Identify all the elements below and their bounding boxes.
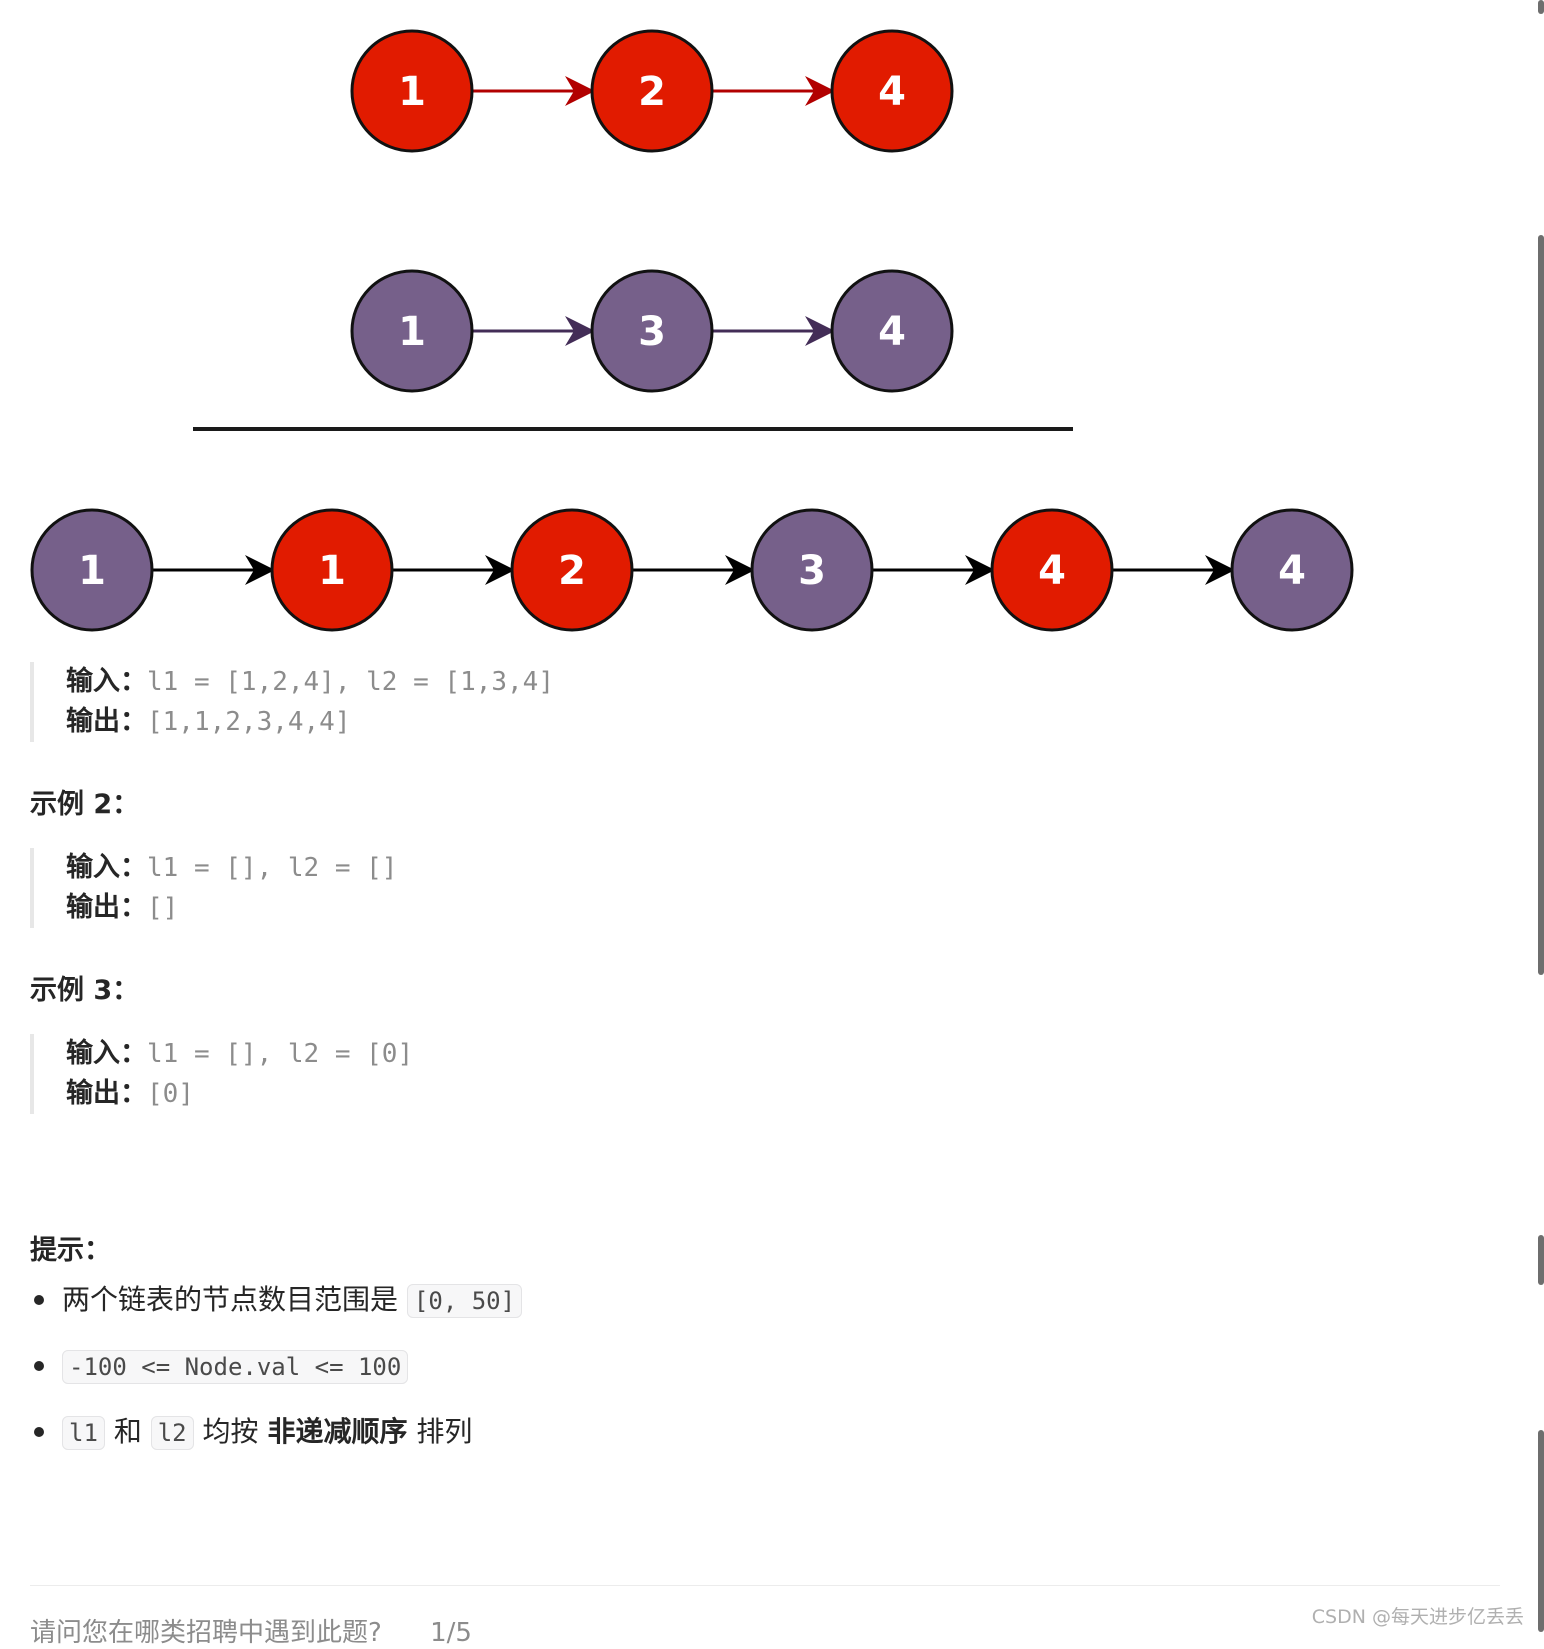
node-value: 4 (1278, 548, 1306, 594)
merged-node: 2 (510, 508, 634, 632)
node-value: 3 (798, 548, 826, 594)
output-value: [] (147, 893, 179, 923)
input-label: 输入： (66, 1038, 147, 1069)
node-value: 3 (638, 309, 666, 355)
scrollbar-segment[interactable] (1538, 1235, 1544, 1285)
node-value: 1 (398, 309, 426, 355)
divider (30, 1585, 1500, 1586)
hints-list: 两个链表的节点数目范围是 [0, 50] -100 <= Node.val <=… (30, 1280, 523, 1478)
scrollbar-segment[interactable] (1538, 1430, 1544, 1632)
input-value: l1 = [1,2,4], l2 = [1,3,4] (147, 667, 554, 697)
merged-node: 1 (270, 508, 394, 632)
hint-text: 和 (113, 1415, 142, 1448)
merged-node: 4 (990, 508, 1114, 632)
node-value: 1 (78, 548, 106, 594)
scrollbar-top[interactable] (1538, 0, 1544, 14)
example2-block: 输入：l1 = [], l2 = [] 输出：[] (30, 848, 397, 928)
inline-code: l1 (62, 1416, 105, 1450)
survey-pager[interactable]: 1/5 (430, 1618, 472, 1648)
node-value: 4 (878, 69, 906, 115)
input-label: 输入： (66, 852, 147, 883)
list2-node: 4 (830, 269, 954, 393)
list-item: -100 <= Node.val <= 100 (30, 1346, 522, 1412)
example3-block: 输入：l1 = [], l2 = [0] 输出：[0] (30, 1034, 413, 1114)
output-label: 输出： (66, 892, 147, 923)
list2-node: 3 (590, 269, 714, 393)
node-value: 1 (398, 69, 426, 115)
list1-node: 1 (350, 29, 474, 153)
inline-code: -100 <= Node.val <= 100 (62, 1350, 409, 1384)
input-value: l1 = [], l2 = [0] (147, 1039, 414, 1069)
survey-question: 请问您在哪类招聘中遇到此题? 1/5 (30, 1612, 472, 1649)
list2-node: 1 (350, 269, 474, 393)
hint-text: 均按 (202, 1415, 259, 1448)
watermark: CSDN @每天进步亿丢丢 (1311, 1606, 1524, 1628)
example3-title: 示例 3： (30, 975, 140, 1006)
inline-code: [0, 50] (406, 1284, 523, 1318)
bullet-icon (34, 1295, 44, 1305)
list-item: l1 和 l2 均按 非递减顺序 排列 (30, 1412, 522, 1478)
output-value: [0] (147, 1079, 194, 1109)
hint-bold-text: 非递减顺序 (267, 1415, 408, 1448)
list-item: 两个链表的节点数目范围是 [0, 50] (30, 1280, 523, 1346)
output-label: 输出： (66, 1078, 147, 1109)
hint-text: 排列 (416, 1415, 473, 1448)
node-value: 2 (558, 548, 586, 594)
node-value: 4 (1038, 548, 1066, 594)
output-label: 输出： (66, 706, 147, 737)
bullet-icon (34, 1361, 44, 1371)
merged-node: 3 (750, 508, 874, 632)
merged-node: 4 (1230, 508, 1354, 632)
input-label: 输入： (66, 666, 147, 697)
example1-block: 输入：l1 = [1,2,4], l2 = [1,3,4] 输出：[1,1,2,… (30, 662, 554, 742)
bullet-icon (34, 1427, 44, 1437)
hint-text: 两个链表的节点数目范围是 (62, 1283, 399, 1316)
merged-node: 1 (30, 508, 154, 632)
merge-lists-diagram: 1 2 4 1 3 4 1 1 2 3 4 4 (30, 29, 1354, 632)
list1-node: 4 (830, 29, 954, 153)
node-value: 1 (318, 548, 346, 594)
example2-title: 示例 2： (30, 789, 140, 820)
hints-title: 提示： (30, 1235, 111, 1266)
survey-question-text: 请问您在哪类招聘中遇到此题? (30, 1618, 382, 1648)
input-value: l1 = [], l2 = [] (147, 853, 398, 883)
list1-node: 2 (590, 29, 714, 153)
node-value: 2 (638, 69, 666, 115)
inline-code: l2 (150, 1416, 194, 1450)
output-value: [1,1,2,3,4,4] (147, 707, 351, 737)
node-value: 4 (878, 309, 906, 355)
scrollbar-thumb[interactable] (1538, 235, 1544, 975)
